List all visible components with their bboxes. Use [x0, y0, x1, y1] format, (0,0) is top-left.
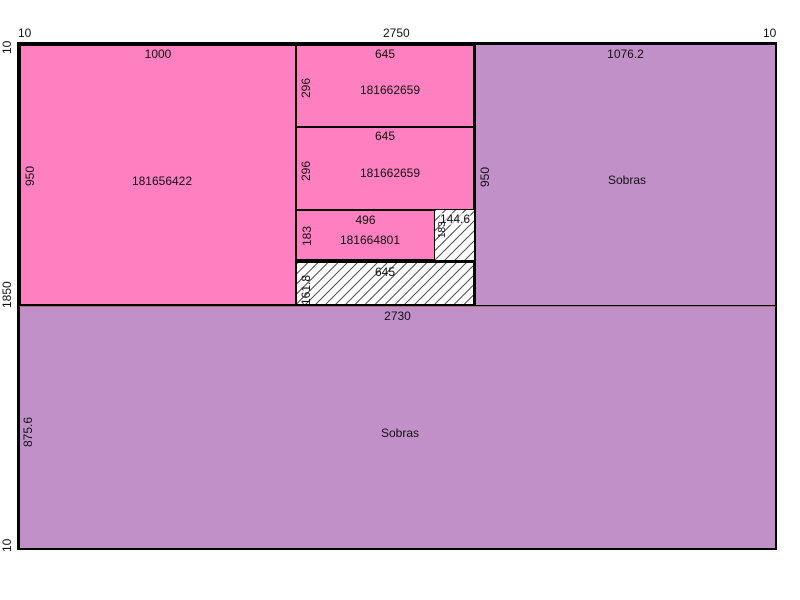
scrap-width-label: 144.6	[440, 212, 471, 226]
piece-width-label: 496	[355, 213, 376, 227]
scrap-width-label: 645	[374, 265, 396, 279]
piece-id-label: 181662659	[359, 166, 421, 180]
trim-left-label: 10	[18, 26, 32, 40]
leftover-width-label: 1076.2	[607, 47, 644, 61]
cut-piece[interactable]: 645 296 181662659	[295, 44, 475, 128]
piece-height-label: 296	[299, 77, 313, 98]
sheet-outline	[17, 42, 777, 550]
piece-width-label: 645	[374, 129, 396, 143]
scrap-area: 645 161.8	[295, 261, 475, 306]
sheet-height-label: 1850	[0, 281, 14, 308]
piece-id-label: 181664801	[339, 233, 401, 247]
leftover-height-label: 875.6	[21, 416, 35, 447]
piece-width-label: 1000	[144, 47, 172, 61]
trim-bottom-label: 10	[0, 538, 14, 552]
cut-piece[interactable]: 1000 950 181656422	[19, 44, 297, 306]
leftover-height-label: 950	[478, 166, 492, 187]
cut-piece[interactable]: 645 296 181662659	[295, 126, 475, 211]
trim-right-label: 10	[763, 26, 777, 40]
piece-height-label: 950	[23, 165, 37, 186]
piece-id-label: 181662659	[359, 83, 421, 97]
trim-top-label: 10	[0, 40, 14, 54]
scrap-height-label: 183	[437, 221, 448, 238]
cut-piece[interactable]: 496 183 181664801	[295, 209, 436, 261]
piece-height-label: 296	[299, 160, 313, 181]
leftover-width-label: 2730	[384, 309, 411, 323]
leftover-area: 1076.2 950 Sobras	[475, 44, 776, 306]
piece-width-label: 645	[374, 47, 396, 61]
scrap-area: 144.6 183	[434, 209, 475, 261]
piece-id-label: 181656422	[131, 174, 193, 188]
leftover-label: Sobras	[607, 173, 647, 187]
leftover-label: Sobras	[380, 426, 420, 440]
leftover-area: 2730 875.6 Sobras	[19, 306, 776, 549]
sheet-width-label: 2750	[383, 26, 410, 40]
piece-height-label: 183	[300, 225, 314, 246]
scrap-height-label: 161.8	[299, 274, 313, 305]
